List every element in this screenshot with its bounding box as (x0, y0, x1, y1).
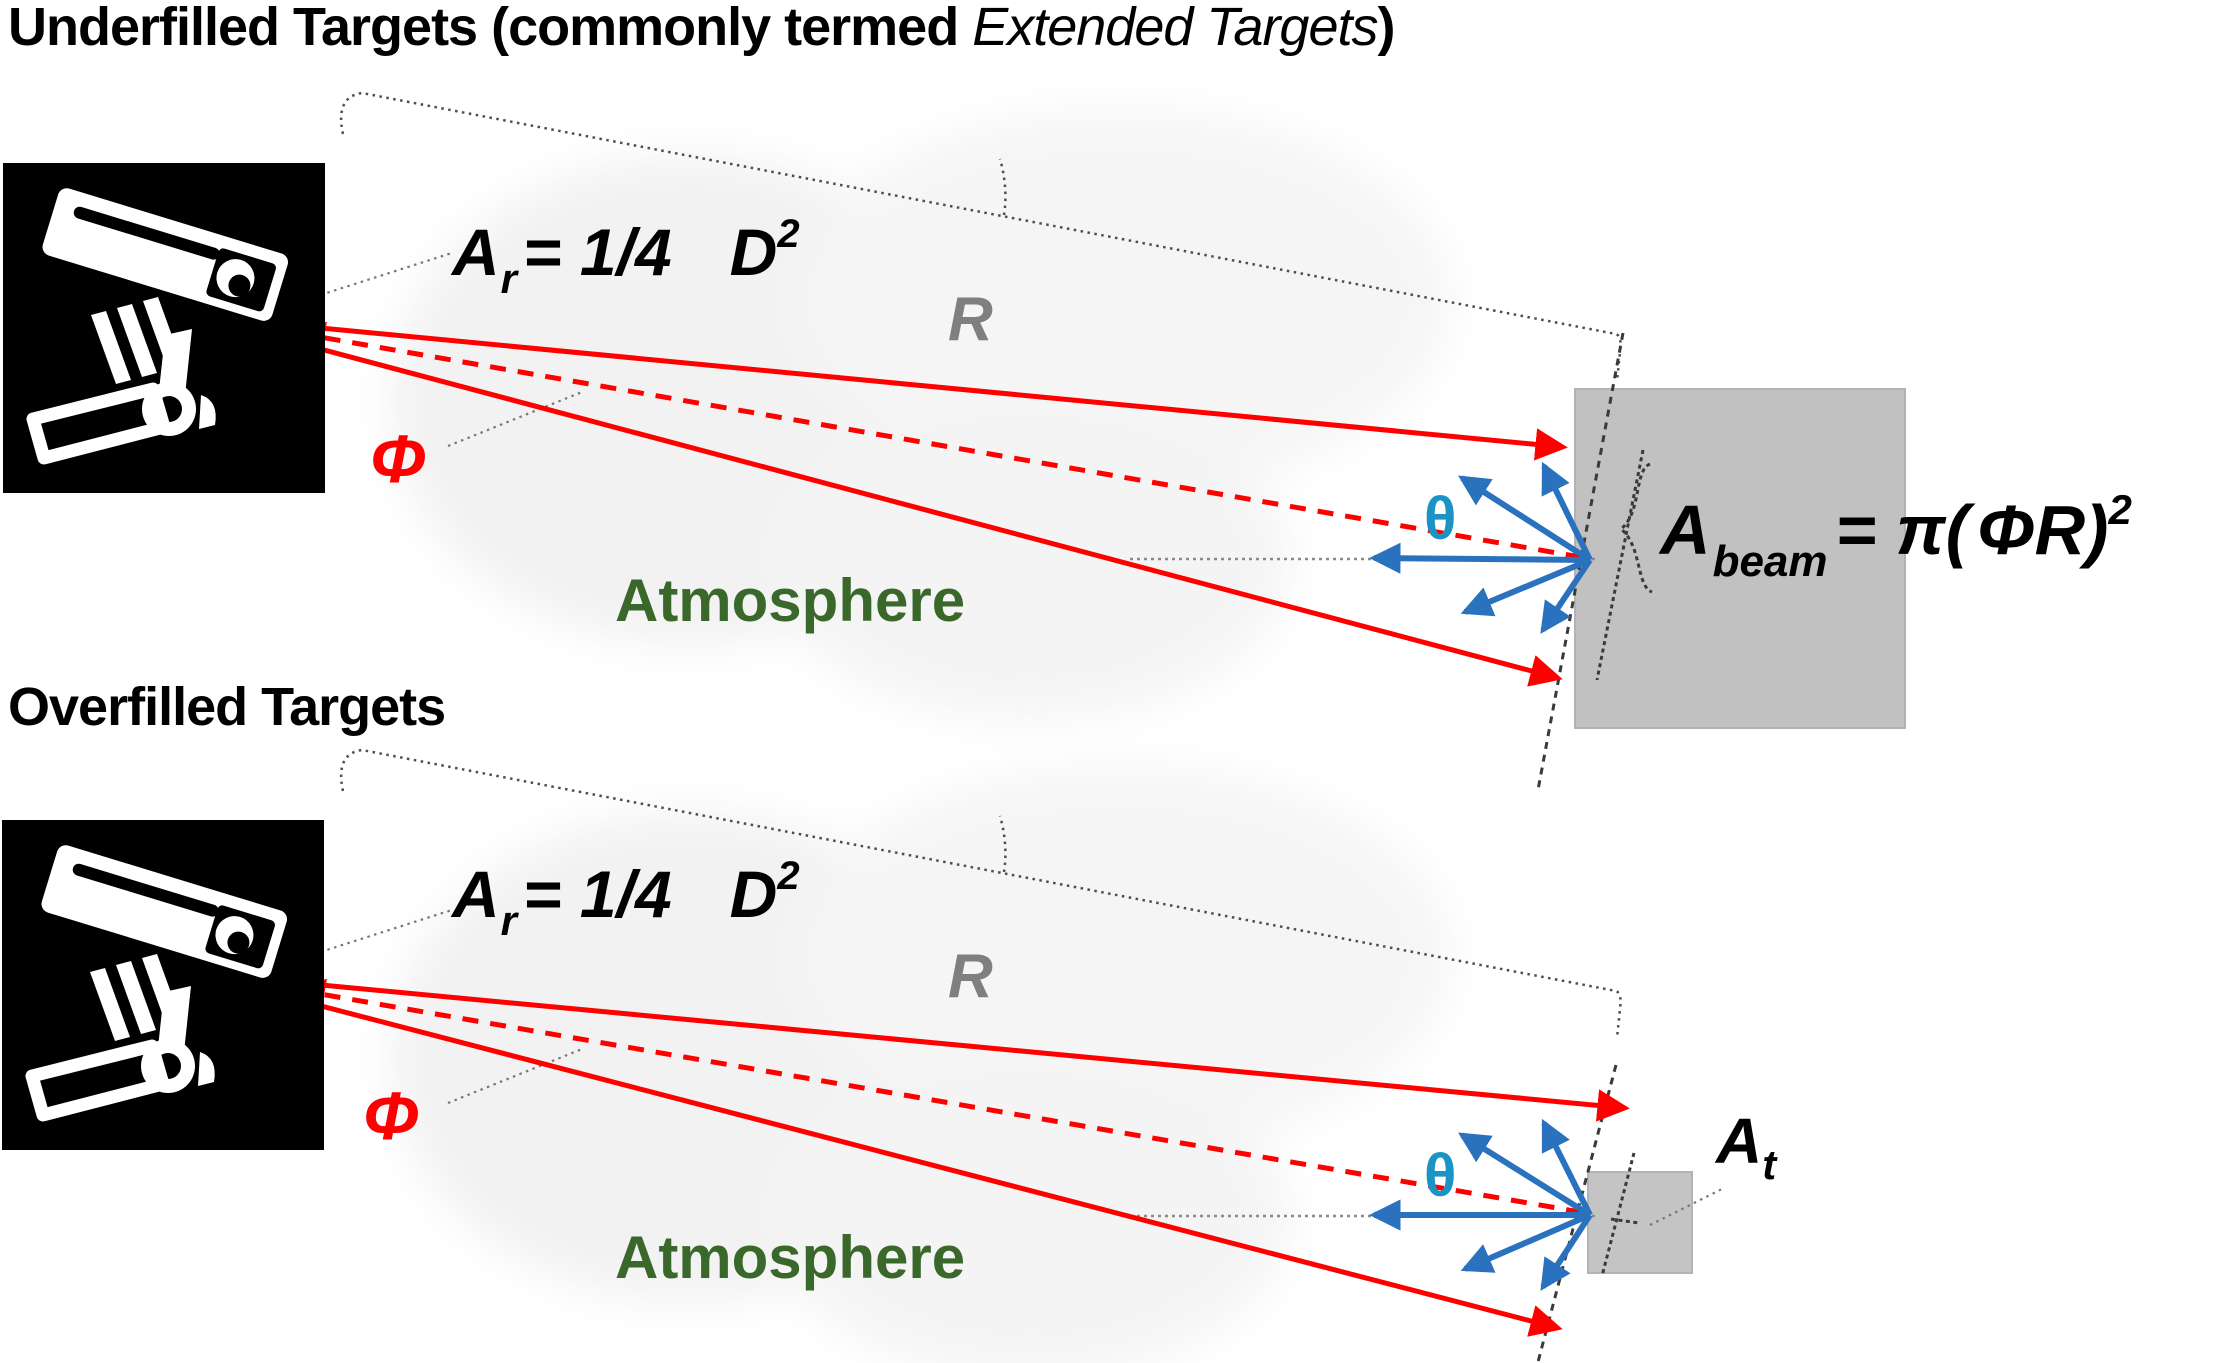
backscatter-arrows-top (1369, 461, 1593, 634)
formula-var: D (729, 215, 778, 289)
beam-area-formula: Abeam= π(ΦR)2 (1660, 486, 2132, 587)
atmosphere-label-top: Atmosphere (615, 567, 966, 634)
formula-exponent: 2 (777, 854, 800, 898)
formula-exponent: 2 (2108, 486, 2132, 533)
title-bold-part: Underfilled Targets (commonly termed (8, 0, 973, 57)
formula-var: A (452, 857, 500, 931)
formula-var: R (2034, 491, 2086, 569)
cctv-camera-icon (3, 163, 325, 493)
formula-var: A (452, 215, 500, 289)
receiver-area-formula-bottom: Ar= 1/4 D2 (452, 854, 800, 945)
divergence-label-top: Φ (370, 421, 426, 497)
beam-footprint-brace-top (1595, 449, 1653, 681)
section-title-underfilled: Underfilled Targets (commonly termed Ext… (8, 0, 1396, 58)
formula-var: A (1716, 1105, 1763, 1177)
range-label-bottom: R (948, 942, 993, 1011)
beam-footprint-mark-bottom (1600, 1152, 1640, 1277)
range-label-top: R (948, 285, 993, 354)
formula-var: D (729, 857, 778, 931)
scatter-angle-label-bottom: θ (1424, 1142, 1457, 1209)
receiver-area-formula-top: Ar= 1/4 D2 (452, 212, 800, 303)
laser-beam-top (274, 310, 1587, 687)
formula-exponent: 2 (777, 212, 800, 256)
section-title-overfilled: Overfilled Targets (8, 677, 446, 737)
atmosphere-label-bottom: Atmosphere (615, 1224, 966, 1291)
formula-subscript: r (500, 897, 518, 944)
extended-target-square (1574, 388, 1906, 729)
scatter-angle-label-top: θ (1424, 485, 1457, 552)
laser-beam-bottom (274, 967, 1630, 1337)
formula-phi: Φ (1977, 491, 2035, 569)
formula-equals: = 1/4 (523, 857, 672, 931)
title-close-paren: ) (1377, 0, 1396, 57)
formula-equals: = π( (1835, 491, 1969, 569)
range-dimension-bottom (339, 748, 1622, 1039)
range-dimension-top (339, 91, 1622, 382)
formula-subscript: r (500, 255, 518, 302)
formula-subscript: beam (1712, 537, 1828, 586)
title-italic-part: Extended Targets (972, 0, 1378, 57)
formula-subscript: t (1762, 1141, 1777, 1188)
target-area-label: At (1716, 1104, 1776, 1189)
backscatter-arrows-bottom (1369, 1118, 1593, 1291)
cctv-camera-icon (2, 820, 324, 1150)
formula-equals: = 1/4 (523, 215, 672, 289)
formula-var: A (1660, 491, 1711, 569)
divergence-label-bottom: Φ (363, 1078, 419, 1154)
formula-close-paren: ) (2085, 491, 2109, 569)
small-target-square (1587, 1171, 1693, 1274)
